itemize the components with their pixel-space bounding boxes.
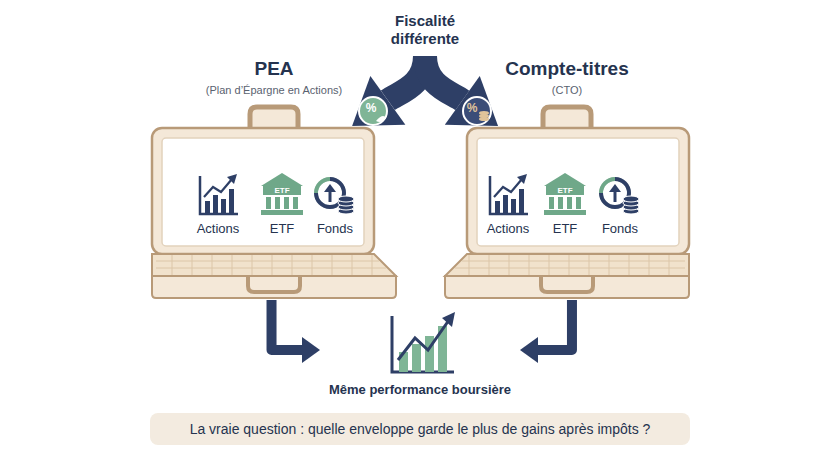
arrow-head: [352, 76, 405, 126]
asset-label: Actions: [487, 222, 530, 235]
briefcase-drawing: [445, 107, 689, 298]
stock-icon: [200, 174, 238, 214]
node-heading: PEA: [150, 58, 398, 81]
performance-chart-icon: [392, 312, 455, 372]
asset-label: ETF: [553, 222, 578, 235]
arrow-head: [302, 337, 320, 363]
result-arrow: [520, 300, 572, 363]
briefcase-drawing: [152, 107, 396, 298]
connector-line: [425, 56, 462, 100]
caption: La vraie question : quelle enveloppe gar…: [150, 413, 690, 445]
node-subtitle: (Plan d’Épargne en Actions): [150, 84, 398, 97]
asset-label: Actions: [197, 222, 240, 235]
node-heading: Compte-titres: [443, 58, 691, 81]
arrow-head: [520, 337, 538, 363]
tax-badge: [463, 97, 491, 125]
fork-arrow: [425, 56, 498, 126]
etf-icon: [544, 173, 586, 215]
stock-icon: [490, 174, 528, 214]
node-heading: Fiscalité différente: [365, 12, 485, 48]
asset-label: Fonds: [602, 222, 638, 235]
pea-briefcase: PEA(Plan d’Épargne en Actions): [150, 126, 398, 300]
arrow-head: [445, 76, 498, 126]
connector-line: [538, 300, 572, 350]
icon-text: ETF: [557, 187, 572, 195]
caption-box: La vraie question : quelle enveloppe gar…: [150, 413, 690, 445]
cto-briefcase: Compte-titres(CTO): [443, 126, 691, 300]
fund-icon: [316, 179, 354, 214]
node-heading: Même performance boursière: [320, 382, 520, 398]
node-subtitle: (CTO): [443, 84, 691, 97]
asset-label: ETF: [270, 222, 295, 235]
connector-line: [272, 300, 302, 350]
fund-icon: [601, 179, 639, 214]
result-arrow: [272, 300, 320, 363]
asset-label: Fonds: [317, 222, 353, 235]
fork-origin: Fiscalité différente: [365, 4, 485, 56]
etf-icon: [261, 173, 303, 215]
performance-result: Même performance boursière: [320, 312, 520, 404]
icon-text: ETF: [274, 187, 289, 195]
badge-symbol: %: [467, 102, 478, 114]
badge-symbol: %: [366, 102, 377, 114]
tax-badge: [359, 97, 387, 125]
